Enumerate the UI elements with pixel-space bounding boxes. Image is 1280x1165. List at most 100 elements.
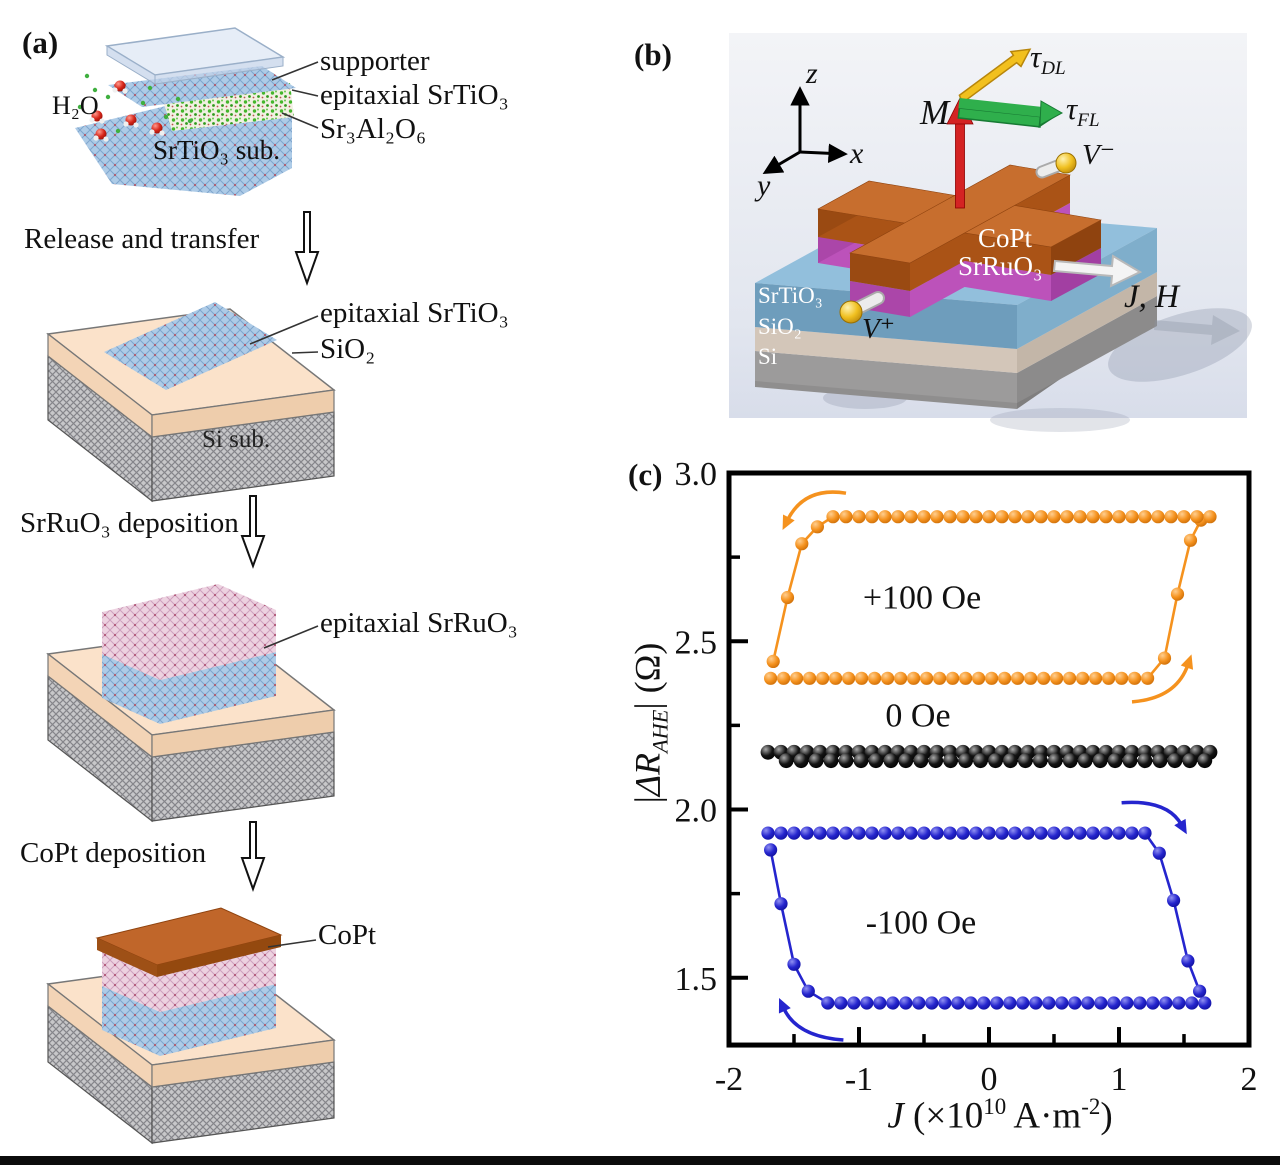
data-point [878,510,892,524]
data-point [1141,671,1155,685]
data-point [1172,996,1186,1010]
tau-fl-subscript: FL [1077,110,1100,132]
data-point [1034,826,1048,840]
data-point [826,510,840,524]
data-point [943,510,957,524]
data-point [904,510,918,524]
x-tick-label: 1 [1111,1061,1128,1098]
y-tick-label: 2.5 [675,624,718,661]
v-plus-contact-ball [839,300,863,324]
data-point [886,996,900,1010]
data-point [790,671,804,685]
data-point [985,671,999,685]
data-point [930,826,944,840]
data-point [813,826,827,840]
data-point [1032,753,1048,769]
h2o-label: H₂O [52,91,99,120]
data-point [860,996,874,1010]
sweep-arrow [1121,800,1183,826]
data-point [956,510,970,524]
chart-y-axis-title: |ΔRAHE| (Ω) [626,643,673,804]
srtio3-front-left [755,283,1017,349]
y-tick-label: 2.0 [675,793,718,830]
data-point [973,753,988,769]
data-point [852,826,866,840]
data-point [1089,671,1103,685]
data-point [881,671,895,685]
leader-sio2 [291,351,319,354]
data-point [988,753,1003,769]
sio2-front-right [151,1039,335,1088]
supporter-glass-sheet [104,27,286,85]
data-point [1011,671,1025,685]
data-point [912,996,926,1010]
data-point [1197,753,1213,769]
data-point [964,996,978,1010]
data-point [834,996,848,1010]
data-point [1016,996,1030,1010]
data-point [1193,984,1207,998]
data-point [1115,671,1129,685]
y-tick-label: 3.0 [675,456,718,493]
data-point [847,996,861,1010]
data-point [1077,753,1093,769]
chart-x-axis-title: J (×1010 A·m-2) [887,1094,1112,1137]
data-point [1183,533,1198,547]
data-point [865,510,879,524]
data-point [1047,510,1061,524]
hall-bar-cross [817,164,1102,317]
process-arrow-release [294,211,320,286]
data-point [1157,651,1172,665]
step-release-transfer-label: Release and transfer [24,223,260,255]
data-point [972,671,986,685]
data-point [928,753,944,769]
step-copt-deposition-label: CoPt deposition [20,837,207,869]
data-point [1152,846,1166,860]
series-line [770,515,1211,680]
data-point [1076,671,1090,685]
data-point [1146,996,1160,1010]
epitaxial-srtio3-label: epitaxial SrTiO₃ [320,79,509,111]
si-substrate-label: Si sub. [202,426,271,453]
data-point [1151,510,1165,524]
sio2-front-left [755,327,1017,373]
data-point [951,996,965,1010]
data-point [1047,753,1063,769]
data-point [956,826,970,840]
data-point [838,753,854,769]
copt-label: CoPt [318,919,377,951]
series-+100-oe [764,490,1217,704]
data-point [904,826,918,840]
data-point [810,520,825,534]
current-field-label: J, H [1124,279,1179,315]
sweep-arrow-head [782,514,795,530]
electrodes [839,152,1077,324]
data-point [1029,996,1043,1010]
data-point [1047,826,1061,840]
data-point [800,826,814,840]
series-line [768,831,1207,1005]
sio2-label: SiO₂ [320,333,376,365]
data-point [969,510,983,524]
data-point [1181,954,1195,968]
data-point [1003,753,1018,769]
x-axis-arrow [799,143,848,164]
step-srruo3-deposition-label: SrRuO₃ deposition [20,507,239,539]
leader-supporter [271,61,319,81]
sio2-front-right [1017,272,1157,373]
tau-fl-label: τFL [1066,92,1100,132]
x-tick-label: 2 [1241,1061,1258,1098]
ylabel-symbol: ΔR [627,752,668,797]
tau-fl-symbol: τ [1066,91,1078,126]
data-point [1086,826,1100,840]
data-point [816,671,830,685]
data-point [1138,826,1152,840]
water-molecule [93,128,109,142]
data-point [1170,587,1185,601]
data-point [793,753,809,769]
data-point [891,510,905,524]
xlabel-p2: A·m [1006,1095,1082,1137]
data-point [778,753,794,769]
